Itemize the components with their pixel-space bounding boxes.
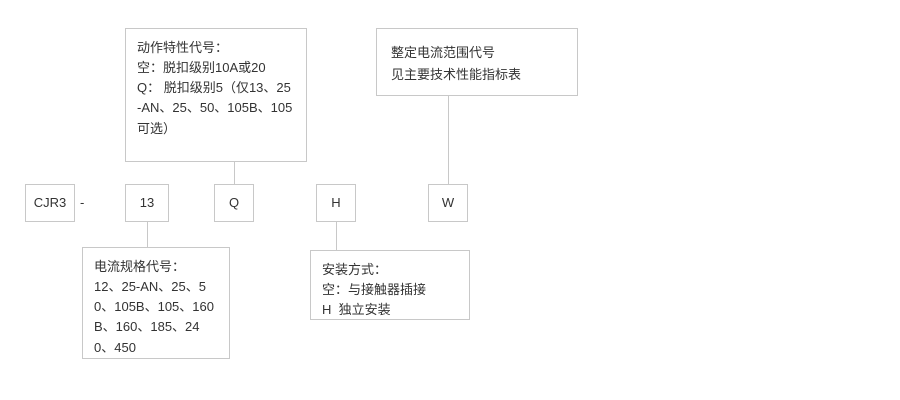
connector-setting-current-range <box>448 96 449 187</box>
connector-current-rating <box>147 222 148 247</box>
mounting-note: 安装方式： 空：与接触器插接 H 独立安装 <box>310 250 470 320</box>
code-box-setting-current-range: W <box>428 184 468 222</box>
code-box-mounting: H <box>316 184 356 222</box>
code-box-series: CJR3 <box>25 184 75 222</box>
action-characteristic-note: 动作特性代号： 空：脱扣级别10A或20 Q： 脱扣级别5（仅13、25-AN、… <box>125 28 307 162</box>
code-box-current-rating: 13 <box>125 184 169 222</box>
connector-action-characteristic <box>234 162 235 187</box>
code-box-action-characteristic: Q <box>214 184 254 222</box>
separator-dash: - <box>80 195 85 210</box>
connector-mounting <box>336 222 337 251</box>
setting-current-range-note: 整定电流范围代号 见主要技术性能指标表 <box>376 28 578 96</box>
current-rating-note: 电流规格代号： 12、25-AN、25、50、105B、105、160B、160… <box>82 247 230 359</box>
